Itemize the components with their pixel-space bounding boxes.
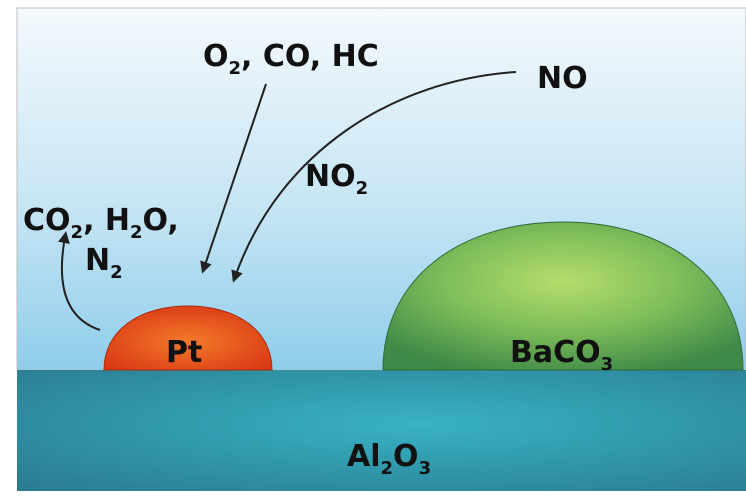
- pt-label: Pt: [166, 335, 202, 370]
- arrow-pt-to-products: [58, 231, 101, 331]
- baco3-particle: [382, 221, 744, 371]
- products-label-line1: CO2, H2O,: [23, 203, 179, 243]
- reactants-label: O2, CO, HC: [203, 39, 379, 79]
- no-label: NO: [537, 61, 588, 96]
- pt-particle: [103, 305, 273, 371]
- arrow-no-to-pt: [231, 71, 517, 283]
- al2o3-label: Al2O3: [347, 439, 431, 479]
- baco3-label: BaCO3: [510, 335, 613, 375]
- products-label-line2: N2: [85, 243, 123, 283]
- arrow-reactants-to-pt: [200, 83, 267, 274]
- no2-label: NO2: [305, 159, 368, 199]
- alumina-substrate: [17, 370, 746, 491]
